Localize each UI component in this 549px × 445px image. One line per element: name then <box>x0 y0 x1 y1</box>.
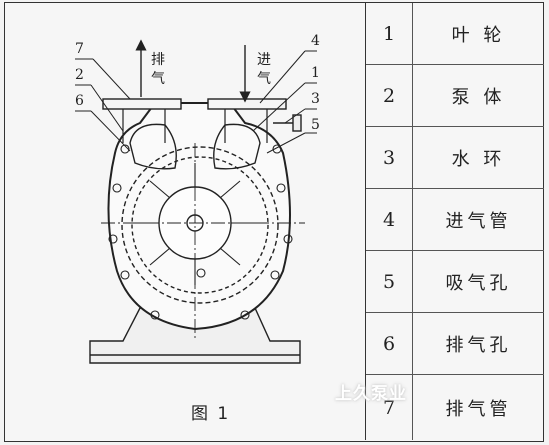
figure-caption: 图 1 <box>191 404 231 424</box>
legend-name: 吸气孔 <box>445 272 512 294</box>
legend-row: 1 叶 轮 <box>366 3 544 65</box>
legend-name: 排气孔 <box>445 334 512 356</box>
legend-name: 叶 轮 <box>451 24 506 46</box>
legend-table: 1 叶 轮 2 泵 体 3 水 环 4 进气管 5 吸气孔 6 排气孔 7 排气… <box>365 3 544 440</box>
legend-number: 1 <box>366 3 413 64</box>
callout-7: 7 <box>75 41 84 57</box>
watermark-logo: 上久泵业 <box>335 384 407 404</box>
legend-name: 水 环 <box>451 148 506 170</box>
valve-component <box>273 114 302 132</box>
legend-row: 5 吸气孔 <box>366 251 544 313</box>
legend-name: 进气管 <box>445 210 512 232</box>
callout-leaders <box>75 50 317 154</box>
callout-3: 3 <box>311 91 320 107</box>
legend-number: 3 <box>366 127 413 188</box>
pump-svg <box>75 39 317 364</box>
callout-6: 6 <box>75 93 84 109</box>
legend-row: 3 水 环 <box>366 127 544 189</box>
legend-name: 泵 体 <box>451 86 506 108</box>
legend-number: 5 <box>366 251 413 312</box>
callout-5: 5 <box>311 117 320 133</box>
legend-name: 排气管 <box>445 398 512 420</box>
legend-row: 7 排气管 <box>366 375 544 440</box>
figure-frame: 排气 进气 7 2 6 4 1 3 5 图 1 1 叶 轮 2 泵 体 3 水 … <box>4 2 544 442</box>
callout-4: 4 <box>311 33 320 49</box>
exhaust-label: 排气 <box>151 52 165 87</box>
callout-2: 2 <box>75 67 84 83</box>
legend-row: 4 进气管 <box>366 189 544 251</box>
legend-number: 4 <box>366 189 413 250</box>
legend-number: 6 <box>366 313 413 374</box>
pump-base <box>89 307 301 364</box>
water-ring <box>121 146 279 304</box>
exhaust-flange <box>102 98 182 110</box>
legend-number: 7 <box>366 375 413 440</box>
legend-row: 2 泵 体 <box>366 65 544 127</box>
callout-1: 1 <box>311 65 320 81</box>
intake-flange <box>207 98 287 110</box>
pump-cross-section-drawing: 排气 进气 7 2 6 4 1 3 5 图 1 <box>5 3 365 443</box>
casing-bolts <box>108 144 293 320</box>
legend-row: 6 排气孔 <box>366 313 544 375</box>
legend-number: 2 <box>366 65 413 126</box>
intake-label: 进气 <box>257 52 271 87</box>
